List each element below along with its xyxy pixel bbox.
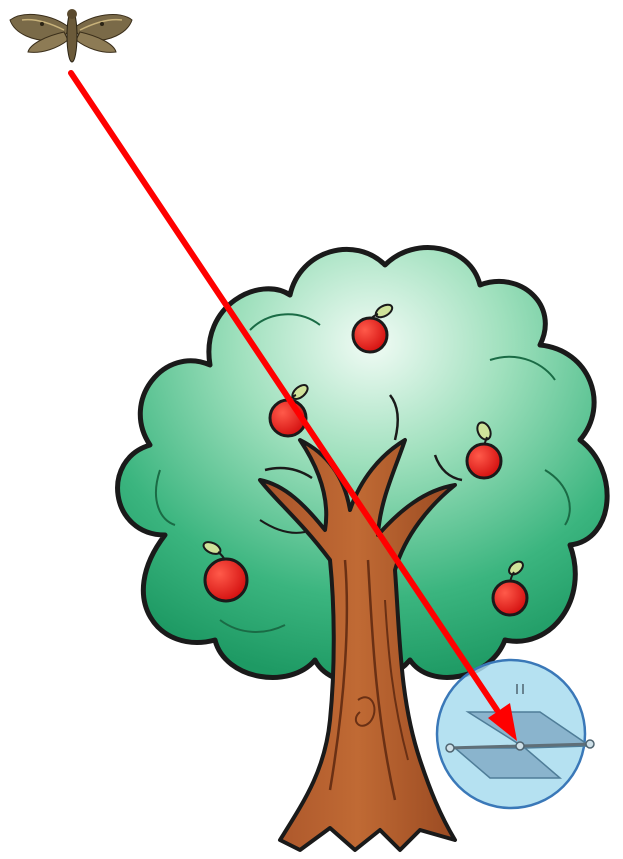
moth-icon [10, 9, 132, 62]
